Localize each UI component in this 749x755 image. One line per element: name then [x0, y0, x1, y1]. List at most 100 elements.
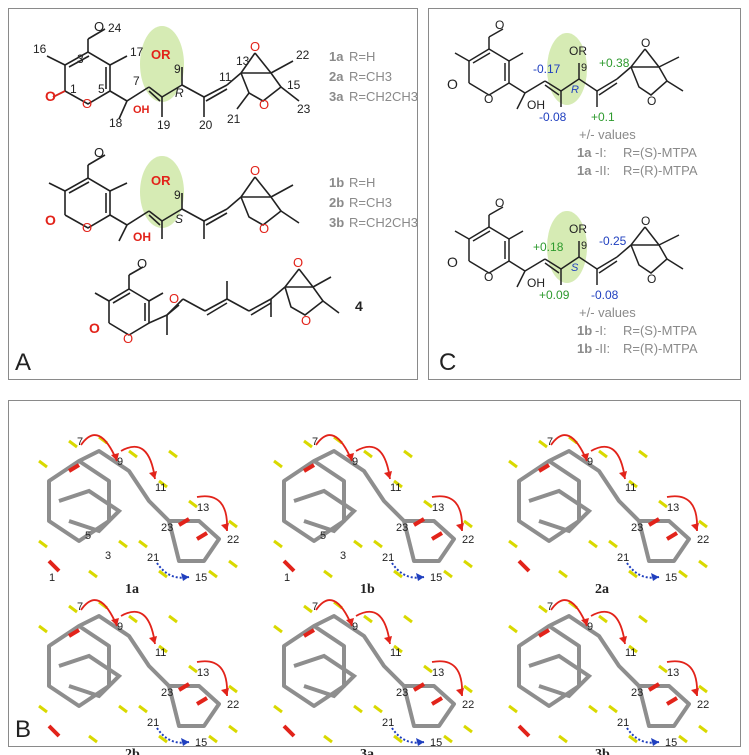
delta-c-top-0: -0.17 [533, 62, 561, 76]
atom-label: 15 [195, 572, 207, 584]
atom-18: 18 [109, 116, 123, 130]
atom-label: 15 [665, 572, 677, 584]
svg-text:-II:: -II: [595, 163, 610, 178]
svg-text:O: O [484, 92, 493, 106]
atom-label: 7 [77, 436, 83, 448]
svg-text:1a: 1a [577, 145, 592, 160]
svg-text:O: O [647, 272, 656, 286]
svg-text:-I:: -I: [595, 145, 607, 160]
atom-9-b: 9 [174, 188, 181, 202]
atom-label: 9 [587, 621, 593, 633]
panel-a-structures: O O O O O 24 16 3 17 OR 9 13 22 7 1 5 11… [33, 19, 418, 346]
title-c-top: +/- values [579, 127, 636, 142]
delta-c-bottom-1: -0.25 [599, 234, 627, 248]
atom-label: 9 [352, 621, 358, 633]
atom-label: 11 [390, 647, 401, 659]
delta-c-bottom-0: +0.18 [533, 240, 564, 254]
atom-O: O [259, 97, 269, 112]
delta-c-top-1: +0.38 [599, 56, 630, 70]
svg-text:O: O [495, 18, 504, 32]
atom-label: 15 [430, 572, 442, 584]
atom-label: 22 [462, 699, 474, 711]
atom-label: 7 [77, 601, 83, 613]
svg-text:R=CH2CH3: R=CH2CH3 [349, 89, 418, 104]
highlight-c9 [140, 26, 184, 102]
atom-label: 7 [312, 601, 318, 613]
svg-text:O: O [495, 196, 504, 210]
atom-9-c-top: 9 [581, 62, 587, 74]
atom-22: 22 [296, 48, 310, 62]
atom-label: 21 [382, 717, 394, 729]
atom-label: 22 [462, 534, 474, 546]
or-label: OR [151, 47, 171, 62]
svg-text:O: O [137, 256, 147, 271]
delta-c-bottom-2: +0.09 [539, 288, 570, 302]
svg-text:O: O [169, 291, 179, 306]
svg-text:R=H: R=H [349, 175, 375, 190]
atom-label: 23 [161, 687, 173, 699]
oh-label-b: OH [133, 230, 151, 244]
atom-3: 3 [77, 52, 84, 66]
atom-21: 21 [227, 112, 241, 126]
title-c-bottom: +/- values [579, 305, 636, 320]
atom-label: 21 [147, 552, 159, 564]
panel-c: O O O O O OR 9 OH R -0.17 +0.38 -0.08 +0… [428, 8, 741, 380]
config-r: R [175, 86, 184, 100]
or-label-b: OR [151, 173, 171, 188]
config-c-bottom: S [571, 262, 579, 274]
delta-c-top-3: +0.1 [591, 110, 615, 124]
svg-text:R=(R)-MTPA: R=(R)-MTPA [623, 341, 698, 356]
svg-text:3b: 3b [329, 215, 344, 230]
panel-c-structures: O O O O O OR 9 OH R -0.17 +0.38 -0.08 +0… [447, 18, 698, 356]
panel-a-label: A [15, 349, 32, 376]
svg-text:R=CH2CH3: R=CH2CH3 [349, 215, 418, 230]
svg-text:1b: 1b [577, 323, 592, 338]
atom-label: 5 [320, 530, 326, 542]
compound-4-bonds [94, 266, 340, 336]
svg-text:3a: 3a [329, 89, 344, 104]
svg-text:O: O [82, 220, 92, 235]
svg-text:R=(S)-MTPA: R=(S)-MTPA [623, 323, 697, 338]
compound-2-rows: 1b R=H 2b R=CH3 3b R=CH2CH3 [329, 175, 418, 230]
atom-9-c-bottom: 9 [581, 240, 587, 252]
conformer-name: 1a [125, 582, 139, 597]
atom-O: O [82, 96, 92, 111]
atom-label: 21 [147, 717, 159, 729]
compound-1-rows: 1a R=H 2a R=CH3 3a R=CH2CH3 [329, 49, 418, 104]
atom-label: 9 [587, 456, 593, 468]
atom-O: O [94, 19, 104, 34]
atom-label: 21 [617, 717, 629, 729]
atom-label: 11 [155, 647, 166, 659]
atom-13: 13 [236, 54, 250, 68]
conformer-name: 2b [125, 747, 140, 755]
highlight-c9-b [140, 156, 184, 228]
atom-label: 13 [197, 502, 209, 514]
svg-text:2a: 2a [329, 69, 344, 84]
atom-11: 11 [219, 70, 232, 84]
atom-label: 22 [697, 699, 709, 711]
atom-label: 13 [197, 667, 209, 679]
atom-label: 3 [340, 550, 346, 562]
atom-label: 13 [432, 502, 444, 514]
highlight-c9-top [547, 33, 587, 105]
atom-17: 17 [130, 45, 144, 59]
atom-label: 22 [697, 534, 709, 546]
svg-text:1a: 1a [577, 163, 592, 178]
config-c-top: R [571, 84, 579, 96]
oh-label-c-top: OH [527, 98, 545, 112]
svg-text:O: O [45, 212, 56, 228]
atom-label: 7 [547, 601, 553, 613]
atom-label: 22 [227, 699, 239, 711]
atom-label: 23 [161, 522, 173, 534]
atom-24: 24 [108, 21, 122, 35]
svg-text:O: O [259, 221, 269, 236]
atom-label: 5 [85, 530, 91, 542]
atom-20: 20 [199, 118, 213, 132]
svg-text:1b: 1b [577, 341, 592, 356]
atom-19: 19 [157, 118, 171, 132]
atom-label: 11 [625, 647, 636, 659]
